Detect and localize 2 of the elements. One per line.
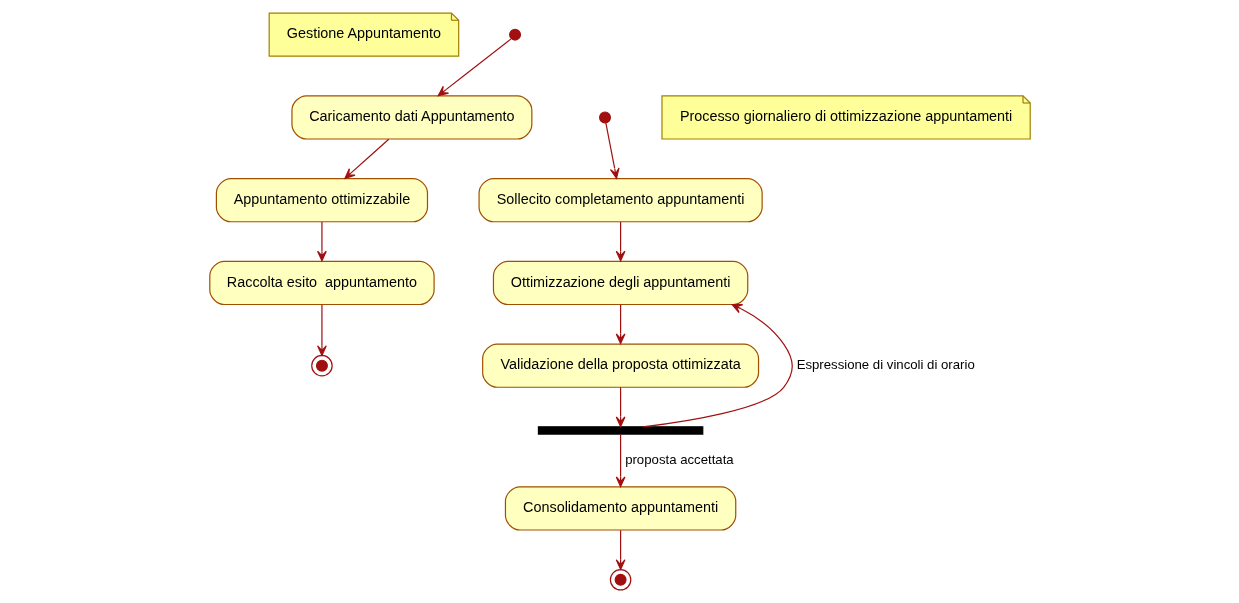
edge-label: proposta accettata — [624, 451, 734, 467]
edge-label: Espressione di vincoli di orario — [796, 357, 975, 373]
